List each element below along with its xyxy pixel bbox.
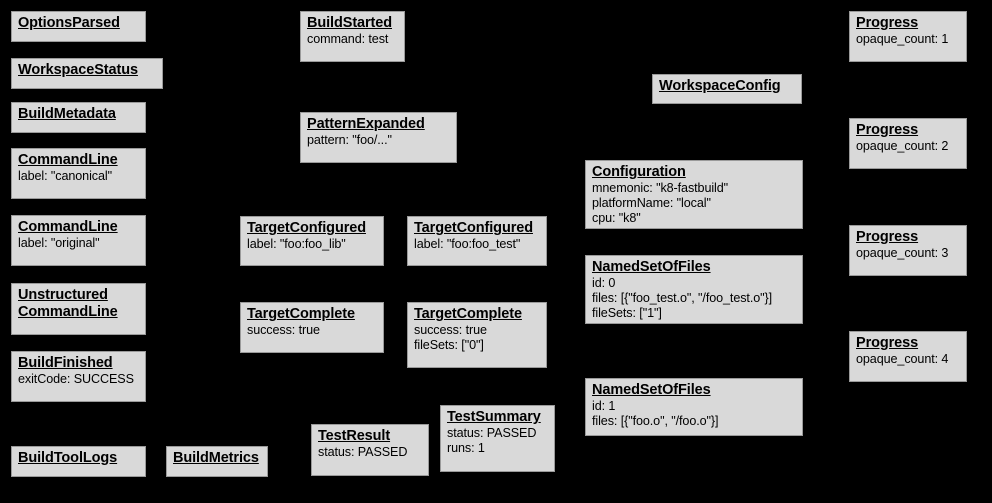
event-node-title: TargetConfigured bbox=[414, 220, 533, 236]
event-node-title: Configuration bbox=[592, 164, 686, 180]
event-node-field: label: "canonical" bbox=[18, 169, 112, 183]
event-node-field: opaque_count: 2 bbox=[856, 139, 949, 153]
event-node-workspace-status[interactable]: WorkspaceStatus bbox=[11, 58, 163, 89]
event-node-field: label: "foo:foo_lib" bbox=[247, 237, 346, 251]
event-node-field: platformName: "local" bbox=[592, 196, 711, 210]
event-node-title: Progress bbox=[856, 15, 919, 31]
event-node-title: BuildFinished bbox=[18, 355, 113, 371]
event-node-title: Progress bbox=[856, 229, 919, 245]
event-node-title: NamedSetOfFiles bbox=[592, 259, 711, 275]
event-node-field: id: 0 bbox=[592, 276, 616, 290]
event-node-field: exitCode: SUCCESS bbox=[18, 372, 134, 386]
event-node-build-metadata[interactable]: BuildMetadata bbox=[11, 102, 146, 133]
event-node-title: NamedSetOfFiles bbox=[592, 382, 711, 398]
event-node-title: BuildStarted bbox=[307, 15, 393, 31]
event-node-title: BuildMetrics bbox=[173, 450, 259, 466]
event-node-title: TargetComplete bbox=[414, 306, 522, 322]
event-node-build-tool-logs[interactable]: BuildToolLogs bbox=[11, 446, 146, 477]
event-node-title: TargetComplete bbox=[247, 306, 355, 322]
event-node-field: opaque_count: 4 bbox=[856, 352, 949, 366]
event-node-title: OptionsParsed bbox=[18, 15, 120, 31]
event-node-title: CommandLine bbox=[18, 219, 118, 235]
event-node-title: TargetConfigured bbox=[247, 220, 366, 236]
event-node-field: fileSets: ["0"] bbox=[414, 338, 484, 352]
event-node-field: opaque_count: 3 bbox=[856, 246, 949, 260]
event-node-field: status: PASSED bbox=[447, 426, 537, 440]
event-node-field: label: "foo:foo_test" bbox=[414, 237, 521, 251]
event-node-title: TestResult bbox=[318, 428, 391, 444]
event-node-field: mnemonic: "k8-fastbuild" bbox=[592, 181, 729, 195]
event-node-field: opaque_count: 1 bbox=[856, 32, 949, 46]
event-node-field: pattern: "foo/..." bbox=[307, 133, 392, 147]
event-node-build-metrics[interactable]: BuildMetrics bbox=[166, 446, 268, 477]
event-node-field: fileSets: ["1"] bbox=[592, 306, 662, 320]
event-node-field: cpu: "k8" bbox=[592, 211, 641, 225]
event-node-unstructured-command-line[interactable]: Unstructured CommandLine bbox=[11, 283, 146, 335]
event-node-title: CommandLine bbox=[18, 152, 118, 168]
event-node-options-parsed[interactable]: OptionsParsed bbox=[11, 11, 146, 42]
event-node-title: WorkspaceStatus bbox=[18, 62, 138, 78]
event-node-field: id: 1 bbox=[592, 399, 616, 413]
event-node-field: files: [{"foo_test.o", "/foo_test.o"}] bbox=[592, 291, 773, 305]
event-node-field: success: true bbox=[247, 323, 320, 337]
event-node-workspace-config[interactable]: WorkspaceConfig bbox=[652, 74, 802, 104]
event-node-field: status: PASSED bbox=[318, 445, 408, 459]
event-node-field: runs: 1 bbox=[447, 441, 485, 455]
event-node-field: success: true bbox=[414, 323, 487, 337]
event-node-title: Unstructured CommandLine bbox=[18, 287, 118, 320]
event-node-field: command: test bbox=[307, 32, 389, 46]
event-node-title: BuildToolLogs bbox=[18, 450, 118, 466]
event-node-field: label: "original" bbox=[18, 236, 100, 250]
event-node-title: TestSummary bbox=[447, 409, 541, 425]
event-node-title: Progress bbox=[856, 335, 919, 351]
event-node-title: PatternExpanded bbox=[307, 116, 425, 132]
event-node-title: Progress bbox=[856, 122, 919, 138]
event-node-title: BuildMetadata bbox=[18, 106, 116, 122]
event-node-title: WorkspaceConfig bbox=[659, 78, 781, 94]
event-node-field: files: [{"foo.o", "/foo.o"}] bbox=[592, 414, 719, 428]
